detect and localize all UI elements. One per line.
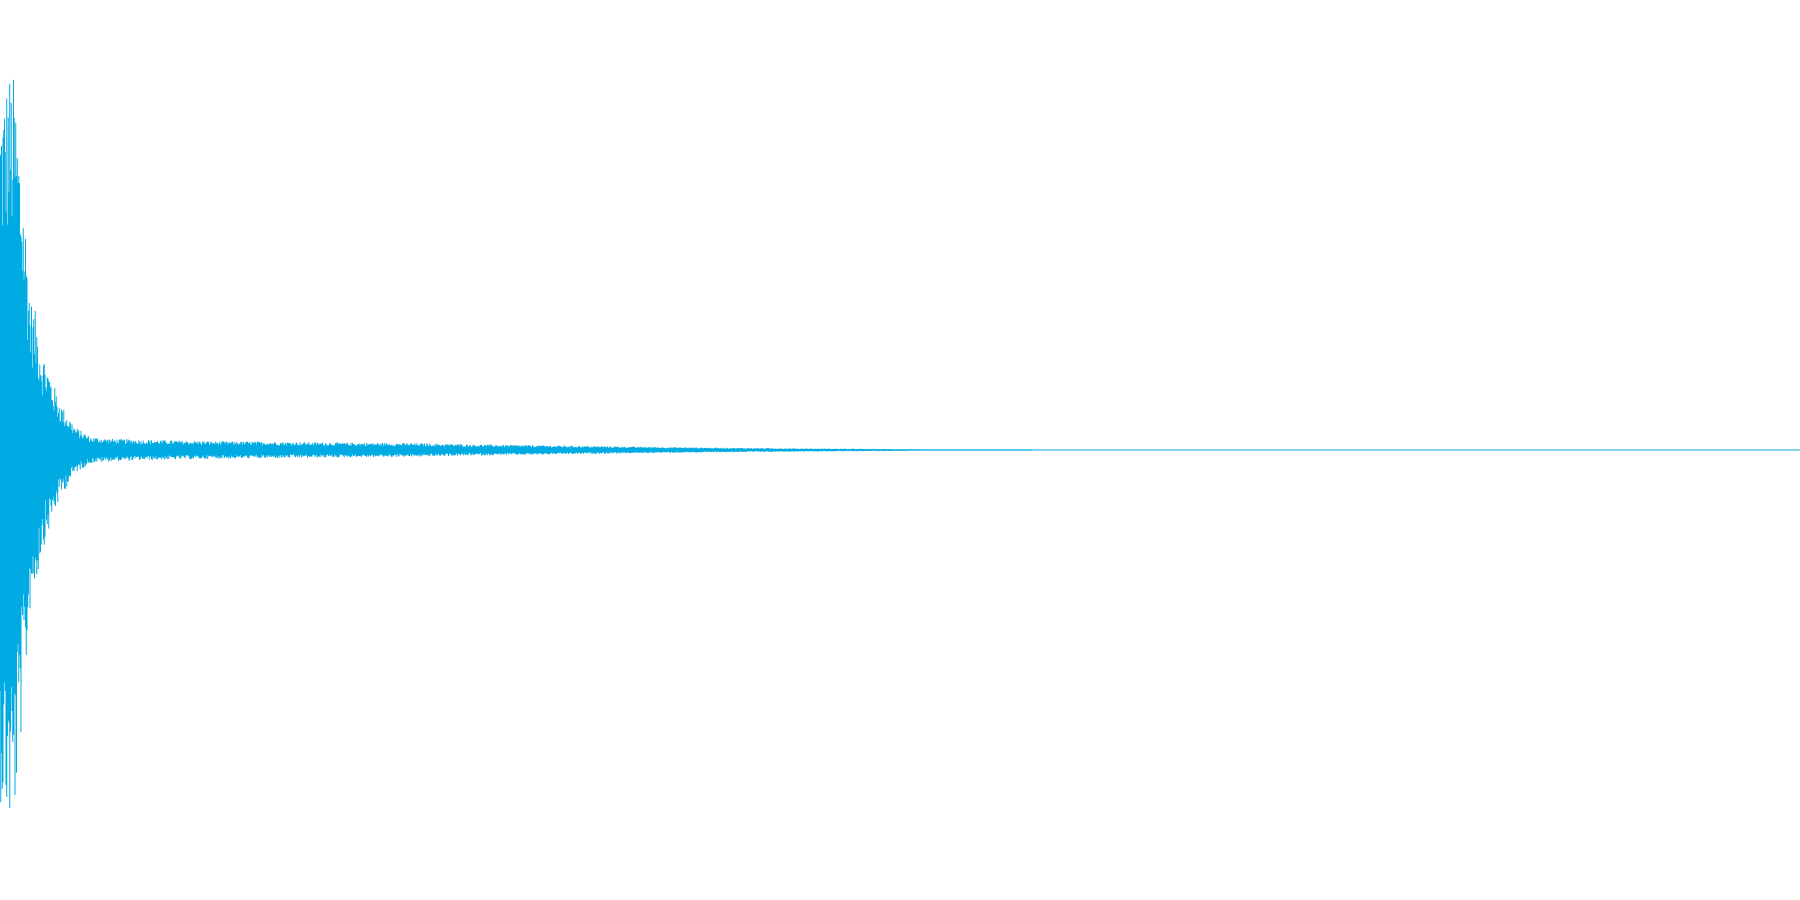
waveform-layer xyxy=(0,79,1032,808)
